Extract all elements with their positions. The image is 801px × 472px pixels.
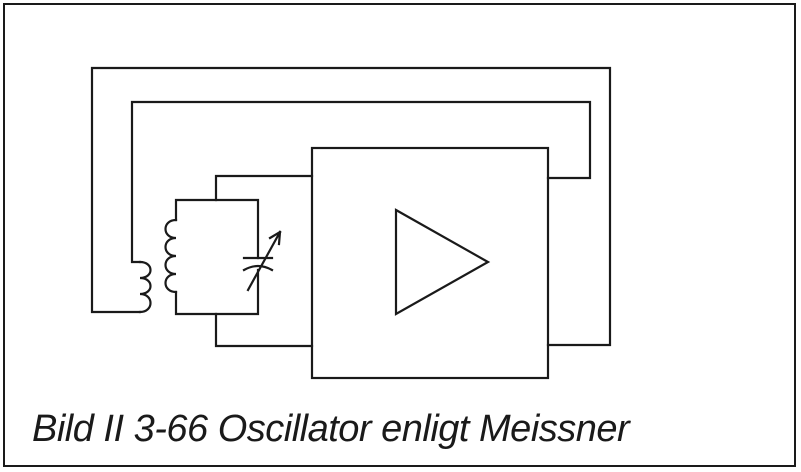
figure-caption: Bild II 3-66 Oscillator enligt Meissner [32,408,630,450]
outer-feedback-wire [90,66,612,347]
coupling-coil-icon [138,260,152,314]
input-wire-bottom [214,312,314,348]
tank-coil-icon [164,218,178,294]
amplifier-block [310,146,550,380]
figure-frame [3,3,796,467]
amplifier-triangle-icon [394,208,491,316]
variable-capacitor-arrow-icon [246,230,282,292]
inner-feedback-wire [130,100,592,264]
capacitor-plate-bottom [242,264,274,272]
input-wire-top [214,174,314,202]
tank-circuit-wire [174,198,260,260]
tank-circuit-wire-bottom [174,268,260,316]
